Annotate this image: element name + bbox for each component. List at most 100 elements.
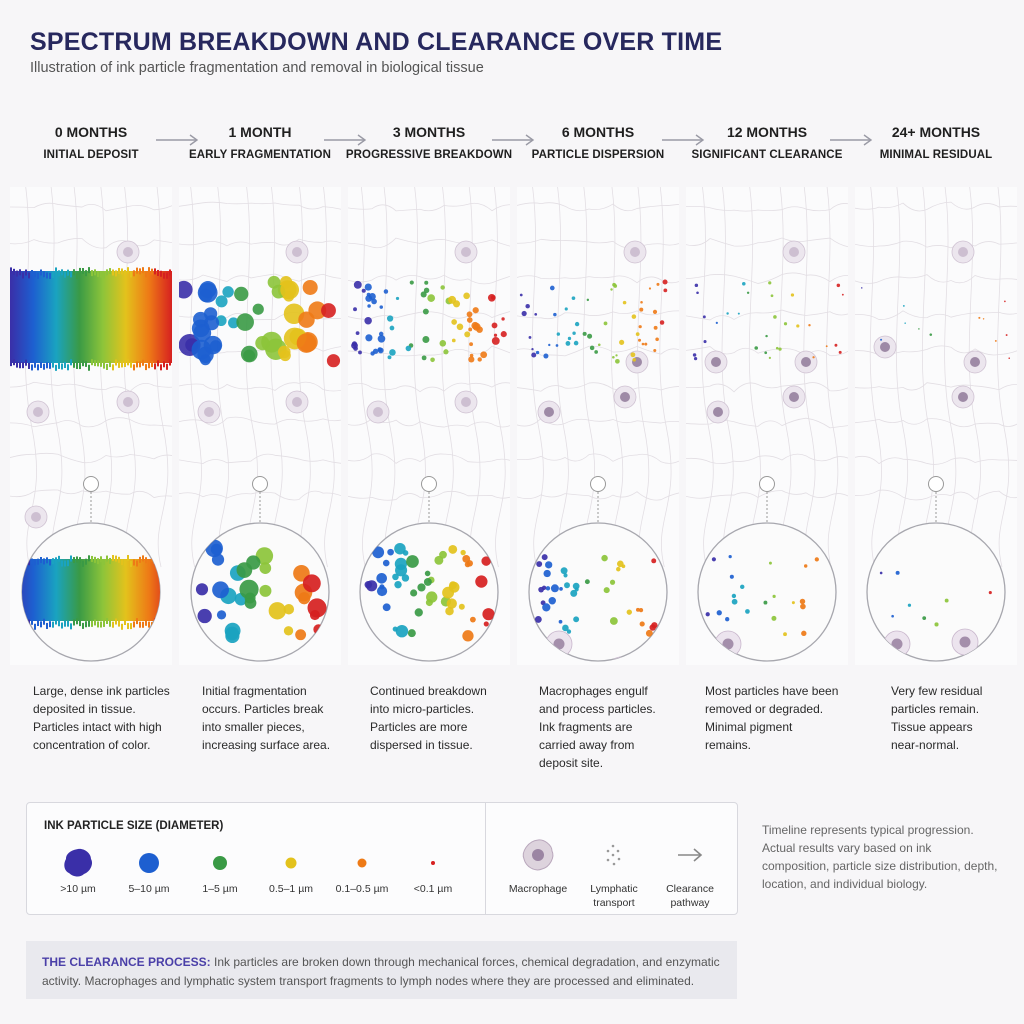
ink-band: [10, 271, 172, 363]
ink-particle: [493, 333, 498, 337]
ink-particle: [841, 293, 844, 296]
ink-particle: [372, 348, 379, 354]
stage-time: 24+ MONTHS: [891, 124, 981, 140]
ink-particle: [464, 331, 471, 338]
ink-particle: [477, 357, 482, 362]
ink-particle: [902, 304, 905, 307]
ink-particle: [255, 335, 270, 351]
ink-particle: [427, 294, 436, 302]
stage-header-4: 12 MONTHS SIGNIFICANT CLEARANCE: [682, 124, 852, 161]
ink-particle: [603, 321, 608, 326]
macrophage-cell: [26, 400, 50, 424]
ink-particle: [480, 351, 488, 359]
size-legend-item: 0.1–0.5 µm: [327, 845, 397, 895]
ink-particle: [298, 311, 315, 328]
timeline-header: 0 MONTHS INITIAL DEPOSIT 1 MONTH EARLY F…: [0, 124, 1024, 164]
ink-particle: [468, 327, 473, 332]
ink-particle: [243, 349, 256, 362]
ink-particle: [726, 312, 729, 315]
ink-particle: [613, 284, 618, 288]
ink-particle: [994, 339, 997, 342]
ink-particle: [619, 339, 625, 345]
ink-particle: [737, 312, 740, 315]
ink-particle: [451, 338, 456, 343]
size-label: 1–5 µm: [202, 883, 238, 895]
ink-particle: [364, 283, 372, 291]
ink-particle: [783, 322, 788, 326]
macrophage-label: Macrophage: [508, 883, 568, 895]
stage-label: MINIMAL RESIDUAL: [879, 149, 993, 161]
ink-particle: [978, 316, 981, 319]
ink-particle: [641, 342, 645, 346]
ink-particle: [469, 342, 474, 347]
legend-box: INK PARTICLE SIZE (DIAMETER) >10 µm 5–10…: [26, 802, 738, 915]
tissue-panel-1: [179, 187, 341, 665]
macrophage-cell: [197, 400, 221, 424]
ink-particle: [525, 303, 530, 309]
macrophage-cell: [116, 390, 140, 414]
size-label: <0.1 µm: [413, 883, 453, 895]
size-legend-item: >10 µm: [43, 845, 113, 895]
size-label: 5–10 µm: [128, 883, 170, 895]
ink-particle: [204, 315, 220, 331]
macrophage-cell: [706, 400, 730, 424]
stage-description: Large, dense ink particles deposited in …: [33, 684, 170, 752]
stage-label: PARTICLE DISPERSION: [531, 149, 665, 161]
ink-particle: [463, 292, 470, 300]
ink-particle: [534, 312, 538, 316]
macrophage-cell: [116, 240, 140, 264]
stage-time: 3 MONTHS: [392, 124, 466, 140]
particle-dot-m: [213, 856, 227, 870]
ink-particle: [326, 354, 341, 368]
ink-particle: [1005, 334, 1008, 337]
magnified-view: [866, 522, 1006, 662]
ink-particle: [638, 338, 642, 342]
ink-particle: [640, 300, 643, 304]
arrow-right-icon: [156, 134, 199, 146]
ink-particle: [615, 358, 620, 364]
legend-divider: [485, 803, 486, 914]
ink-particle: [296, 333, 317, 353]
ink-particle: [236, 313, 254, 331]
ink-particle: [586, 298, 590, 302]
stage-description: Very few residual particles remain. Tiss…: [891, 684, 983, 752]
side-note: Timeline represents typical progression.…: [762, 823, 998, 891]
macrophage-cell: [951, 240, 975, 264]
ink-particle: [610, 288, 613, 291]
ink-particle: [644, 342, 648, 346]
ink-particle: [929, 333, 933, 336]
ink-particle: [880, 338, 883, 341]
ink-particle: [652, 309, 658, 314]
ink-particle: [715, 321, 718, 324]
arrow-right-icon: [492, 134, 535, 146]
ink-particle: [638, 325, 642, 329]
ink-particle: [655, 337, 659, 342]
ink-particle: [471, 321, 479, 330]
ink-particle: [378, 331, 384, 337]
ink-particle: [659, 320, 665, 325]
page-title: SPECTRUM BREAKDOWN AND CLEARANCE OVER TI…: [30, 28, 723, 56]
ink-particle: [389, 325, 395, 331]
ink-particle: [491, 336, 500, 345]
tissue-illustration: [855, 187, 1017, 662]
size-label: >10 µm: [60, 883, 96, 895]
macrophage-cell: [537, 400, 561, 424]
macrophage-cell: [951, 385, 975, 409]
ink-particle: [386, 315, 394, 322]
ink-particle: [367, 304, 371, 308]
tissue-illustration: [686, 187, 848, 662]
ink-particle: [589, 345, 595, 351]
ink-particle: [531, 347, 534, 351]
ink-particle: [179, 280, 193, 299]
ink-particle: [768, 356, 771, 360]
stage-time: 12 MONTHS: [726, 124, 808, 140]
stage-time: 6 MONTHS: [561, 124, 635, 140]
ink-particle: [456, 323, 464, 331]
ink-particle: [234, 286, 249, 302]
ink-particle: [519, 293, 523, 297]
macrophage-cell: [625, 350, 649, 374]
macrophage-cell: [613, 385, 637, 409]
magnified-view: [697, 522, 837, 662]
ink-particle: [574, 321, 580, 327]
macrophage-cell: [623, 240, 647, 264]
